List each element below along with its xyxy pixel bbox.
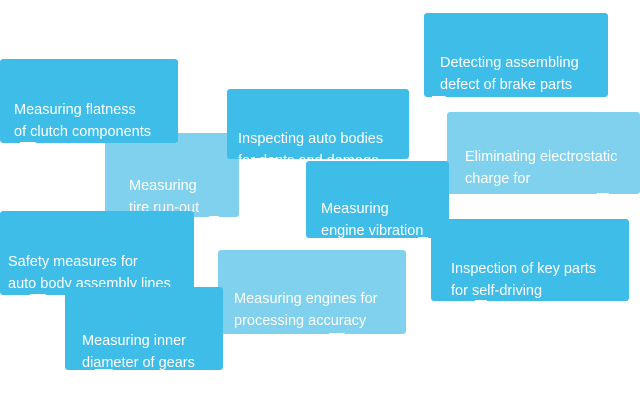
bubble-tail: [597, 193, 609, 212]
bubble-tail: [30, 294, 46, 315]
bubble-brake-defect: Detecting assembling defect of brake par…: [424, 13, 608, 113]
bubble-text: Measuring engines for processing accurac…: [234, 291, 378, 329]
bubble-clutch-flatness: Measuring flatness of clutch components: [0, 59, 178, 162]
bubble-tail: [475, 300, 487, 322]
bubble-tail: [251, 158, 277, 192]
bubble-tire-run-out: Measuring tire run-out: [105, 133, 239, 232]
bubble-electrostatic: Eliminating electrostatic charge for aut…: [447, 112, 640, 212]
bubble-tail: [95, 369, 113, 391]
speech-bubble-collage: Measuring tire run-out Eliminating elect…: [0, 13, 640, 391]
bubble-tail: [209, 216, 219, 232]
bubble-text: Eliminating electrostatic charge for aut…: [465, 149, 618, 209]
bubble-engines-accuracy: Measuring engines for processing accurac…: [218, 250, 406, 351]
bubble-tail: [20, 142, 36, 162]
bubble-text: Measuring flatness of clutch components: [14, 102, 152, 140]
bubble-tail: [418, 237, 428, 255]
bubble-self-driving: Inspection of key parts for self-driving: [431, 219, 629, 322]
bubble-text: Inspection of key parts for self-driving: [451, 261, 597, 299]
bubble-tail: [329, 333, 345, 351]
bubble-text: Detecting assembling defect of brake par…: [440, 55, 579, 93]
bubble-gears-diameter: Measuring inner diameter of gears: [65, 287, 223, 391]
bubble-text: Measuring inner diameter of gears: [82, 333, 195, 371]
bubble-text: Measuring engine vibration: [321, 201, 424, 239]
bubble-engine-vibration: Measuring engine vibration: [306, 161, 449, 255]
bubble-auto-bodies: Inspecting auto bodies for dents and dam…: [227, 89, 409, 192]
bubble-safety-measures: Safety measures for auto body assembly l…: [0, 211, 194, 315]
bubble-tail: [432, 96, 446, 113]
